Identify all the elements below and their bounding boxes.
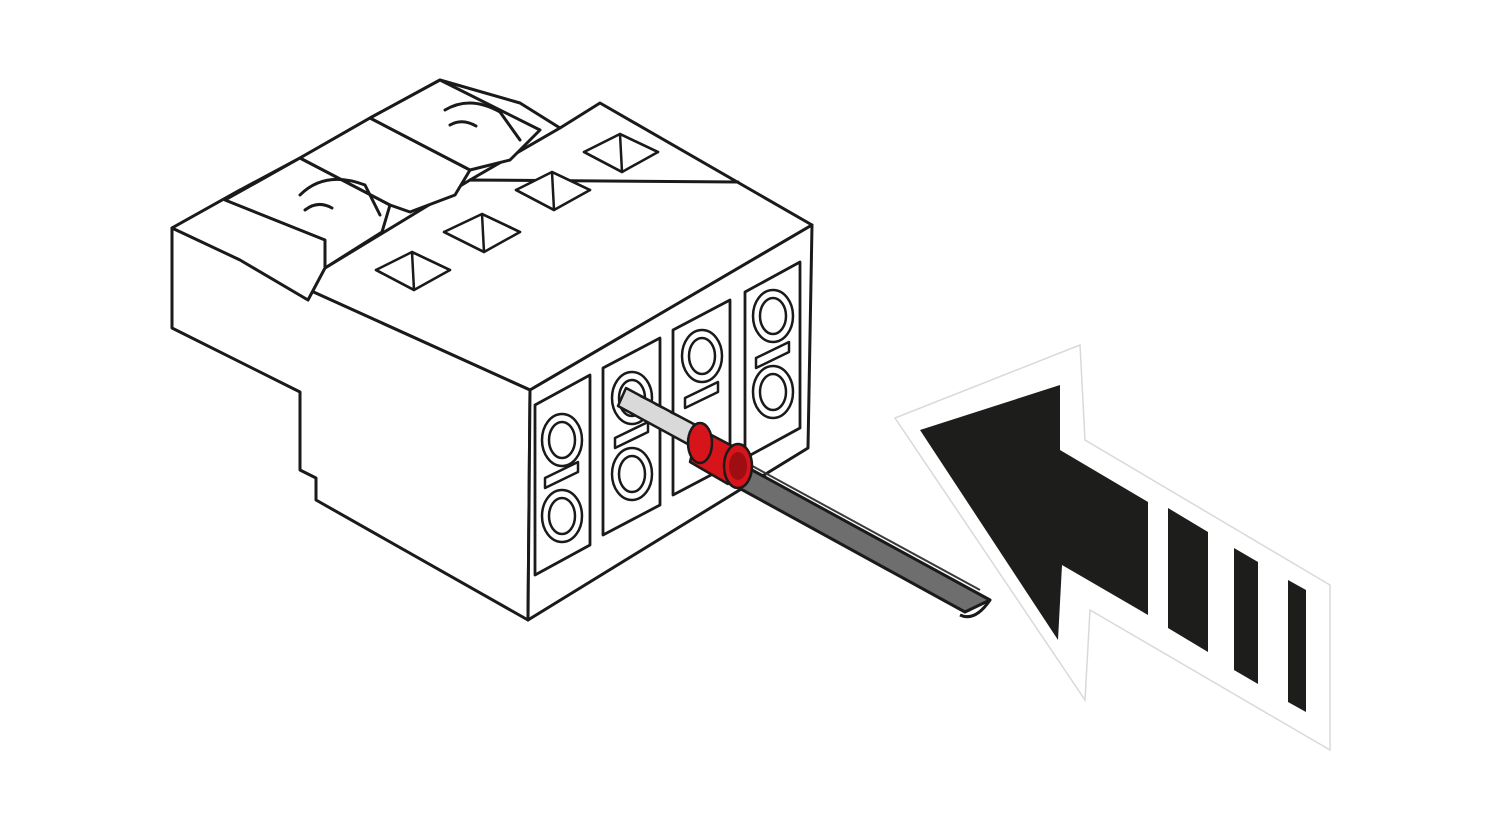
arrow-stripe-3	[1288, 580, 1306, 712]
screw-heads	[540, 364, 795, 544]
terminal-block-connector	[170, 78, 814, 622]
arrow-head	[920, 385, 1148, 640]
screw-slots	[374, 132, 660, 292]
connector-latches	[170, 78, 542, 302]
insertion-arrow-icon	[893, 343, 1331, 752]
ferrule-collar	[686, 421, 754, 490]
release-slots	[543, 340, 791, 490]
arrow-stripe-1	[1168, 508, 1208, 652]
arrow-stripe-2	[1234, 548, 1258, 684]
wire-with-ferrule	[616, 386, 992, 619]
